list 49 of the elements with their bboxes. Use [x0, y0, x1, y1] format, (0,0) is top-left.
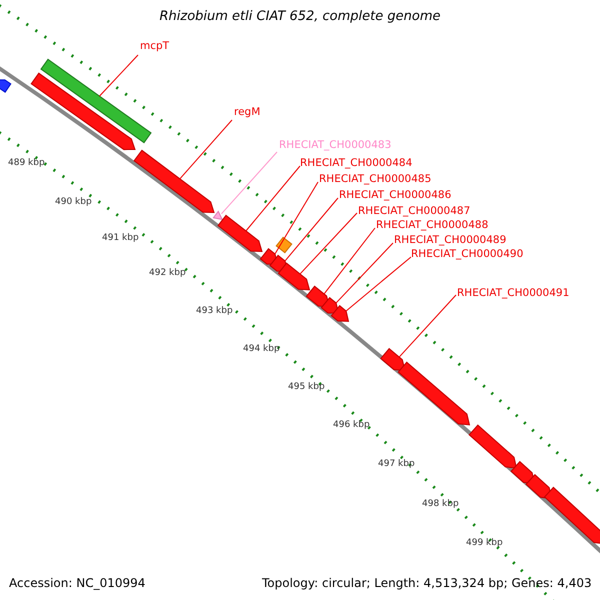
gene-feature	[544, 486, 600, 544]
gene-feature	[330, 304, 350, 322]
gene-feature	[278, 262, 310, 290]
scale-label: 489 kbp	[8, 157, 45, 169]
scale-label: 495 kbp	[288, 381, 325, 393]
title: Rhizobium etli CIAT 652, complete genome	[158, 11, 442, 23]
gene-label: regM	[234, 106, 260, 118]
leader-line	[179, 120, 232, 180]
gene-label: RHECIAT_CH0000486	[339, 189, 452, 201]
gene-bar	[40, 58, 152, 144]
scale-label: 491 kbp	[102, 232, 139, 244]
scale-label: 493 kbp	[196, 305, 233, 317]
gene-label: mcpT	[140, 40, 170, 52]
scale-label: 498 kbp	[422, 498, 459, 510]
footer-text: Topology: circular; Length: 4,513,324 bp; Genes: 4,403	[262, 577, 592, 589]
gene-feature	[398, 362, 470, 426]
gene-feature	[30, 72, 136, 150]
gene-feature	[217, 214, 263, 252]
gene-triangle	[212, 210, 224, 220]
scale-label: 494 kbp	[243, 343, 280, 355]
gene-feature	[0, 79, 12, 93]
scale-label: 497 kbp	[378, 458, 415, 470]
gene-feature	[468, 424, 518, 469]
footer-text: Accession: NC_010994	[9, 577, 146, 589]
leader-line	[324, 228, 376, 294]
gene-label: RHECIAT_CH0000483	[279, 139, 392, 151]
gene-label: RHECIAT_CH0000484	[300, 157, 412, 169]
gene-label: RHECIAT_CH0000490	[411, 248, 524, 260]
gene-label: RHECIAT_CH0000489	[394, 234, 506, 246]
scale-label: 499 kbp	[466, 537, 503, 549]
gene-feature	[380, 348, 406, 371]
scale-label: 492 kbp	[149, 267, 186, 279]
gene-label: RHECIAT_CH0000488	[376, 219, 488, 231]
leader-line	[274, 182, 318, 254]
leader-line	[220, 152, 278, 214]
leader-line	[398, 294, 456, 358]
leader-line	[336, 242, 394, 304]
gene-label: RHECIAT_CH0000487	[358, 205, 470, 217]
leader-line	[246, 166, 300, 232]
gene-feature	[133, 150, 215, 213]
gene-label: RHECIAT_CH0000491	[457, 287, 570, 299]
scale-label: 496 kbp	[333, 419, 370, 431]
leader-line	[346, 256, 412, 312]
gene-label: RHECIAT_CH0000485	[319, 173, 432, 185]
leader-line	[300, 212, 358, 274]
leader-line	[284, 198, 338, 262]
gene-marker	[276, 236, 292, 254]
leader-line	[99, 54, 138, 97]
scale-label: 490 kbp	[55, 196, 92, 208]
